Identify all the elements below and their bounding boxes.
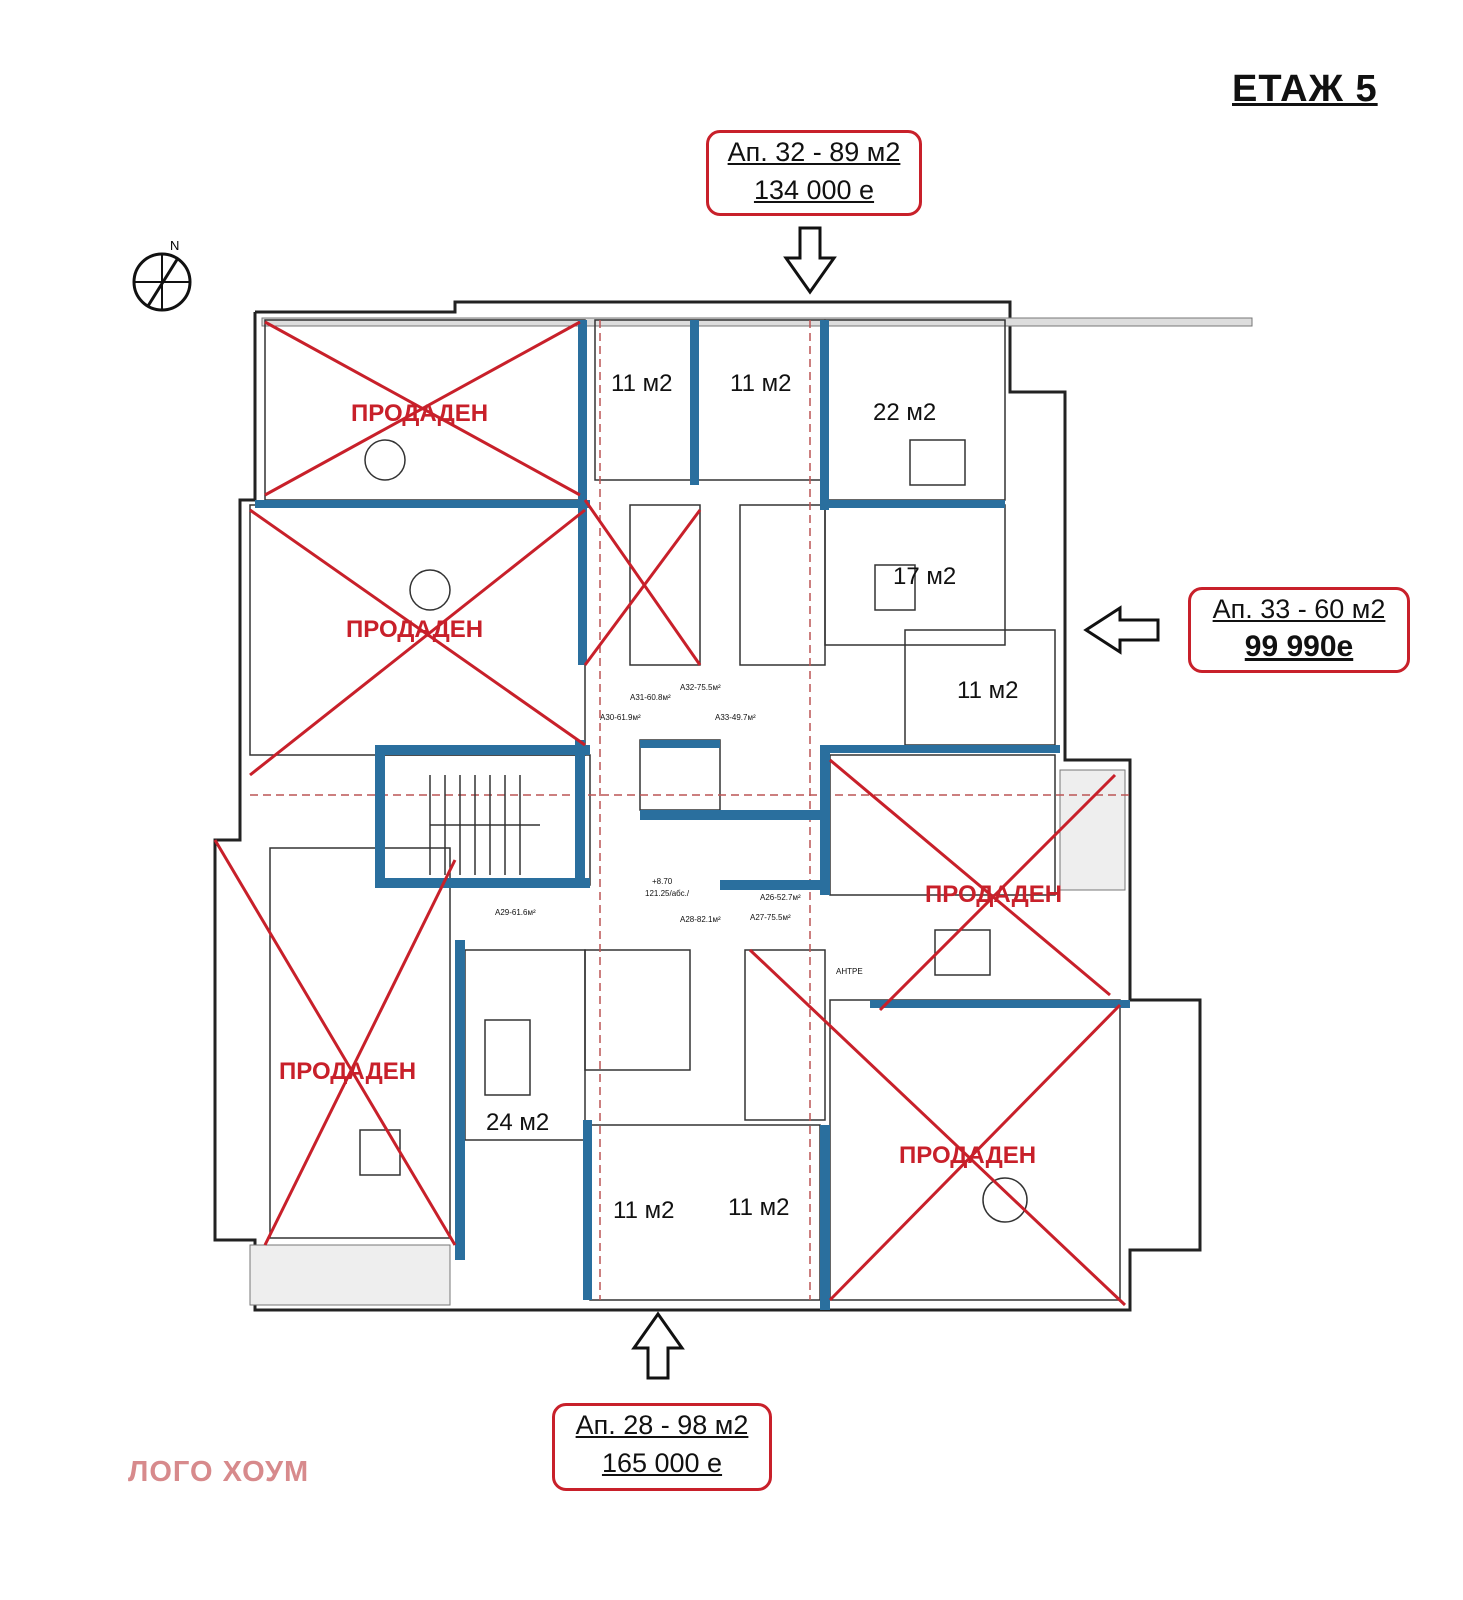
room-area-label: 11 м2: [613, 1197, 674, 1224]
callout-ap33-area: Ап. 33 - 60 м2: [1212, 594, 1386, 624]
level-mark: 121.25/абс./: [645, 889, 690, 898]
sold-labels: ПРОДАДЕН ПРОДАДЕН ПРОДАДЕН ПРОДАДЕН ПРОД…: [279, 400, 1062, 1169]
callout-ap32-area: Ап. 32 - 89 м2: [727, 137, 901, 167]
compass-icon: N: [132, 238, 192, 312]
building-outline: [213, 300, 1253, 1312]
room-area-label: 11 м2: [730, 370, 791, 397]
callout-ap33-price: 99 990е: [1244, 630, 1354, 663]
sold-crosses: [213, 320, 1127, 1307]
arrow-up-icon: [631, 1311, 685, 1380]
apt-code: A33-49.7м²: [715, 713, 756, 722]
interior-walls: [249, 319, 1130, 1301]
compass-north-label: N: [170, 238, 179, 253]
callout-ap32: Ап. 32 - 89 м2 134 000 е: [706, 130, 922, 216]
sold-label-ap27: ПРОДАДЕН: [899, 1142, 1036, 1169]
room-area-label: 17 м2: [893, 563, 956, 590]
room-area-label: 11 м2: [957, 677, 1018, 704]
floor-title: ЕТАЖ 5: [1232, 68, 1378, 110]
sold-label-ap30: ПРОДАДЕН: [346, 616, 483, 643]
apartment-codes: A31-60.8м² A32-75.5м² A30-61.9м² A33-49.…: [495, 683, 863, 976]
sold-label-ap26: ПРОДАДЕН: [925, 881, 1062, 908]
callout-ap32-price: 134 000 е: [753, 175, 875, 205]
arrow-left-icon: [1083, 605, 1160, 655]
apt-code: A28-82.1м²: [680, 915, 721, 924]
apt-code: A26-52.7м²: [760, 893, 801, 902]
room-area-label: 11 м2: [611, 370, 672, 397]
sold-label-ap29: ПРОДАДЕН: [279, 1058, 416, 1085]
structural-walls: [255, 320, 1130, 1310]
room-area-label: 22 м2: [873, 399, 936, 426]
apt-code: A30-61.9м²: [600, 713, 641, 722]
logo-watermark: ЛОГО ХОУМ: [128, 1456, 310, 1488]
apt-code: A29-61.6м²: [495, 908, 536, 917]
room-areas: 11 м2 11 м2 22 м2 17 м2 11 м2 24 м2 11 м…: [486, 370, 1018, 1224]
apt-code: A31-60.8м²: [630, 693, 671, 702]
callout-ap33: Ап. 33 - 60 м2 99 990е: [1188, 587, 1410, 673]
apt-code: A32-75.5м²: [680, 683, 721, 692]
room-area-label: 11 м2: [728, 1194, 789, 1221]
room-name: АНТРЕ: [836, 967, 863, 976]
callout-ap28: Ап. 28 - 98 м2 165 000 е: [552, 1403, 772, 1491]
callout-ap28-price: 165 000 е: [601, 1448, 723, 1478]
sold-label-ap31: ПРОДАДЕН: [351, 400, 488, 427]
level-mark: +8.70: [652, 877, 673, 886]
callout-ap28-area: Ап. 28 - 98 м2: [575, 1410, 749, 1440]
arrow-down-icon: [783, 226, 837, 295]
apt-code: A27-75.5м²: [750, 913, 791, 922]
room-area-label: 24 м2: [486, 1109, 549, 1136]
